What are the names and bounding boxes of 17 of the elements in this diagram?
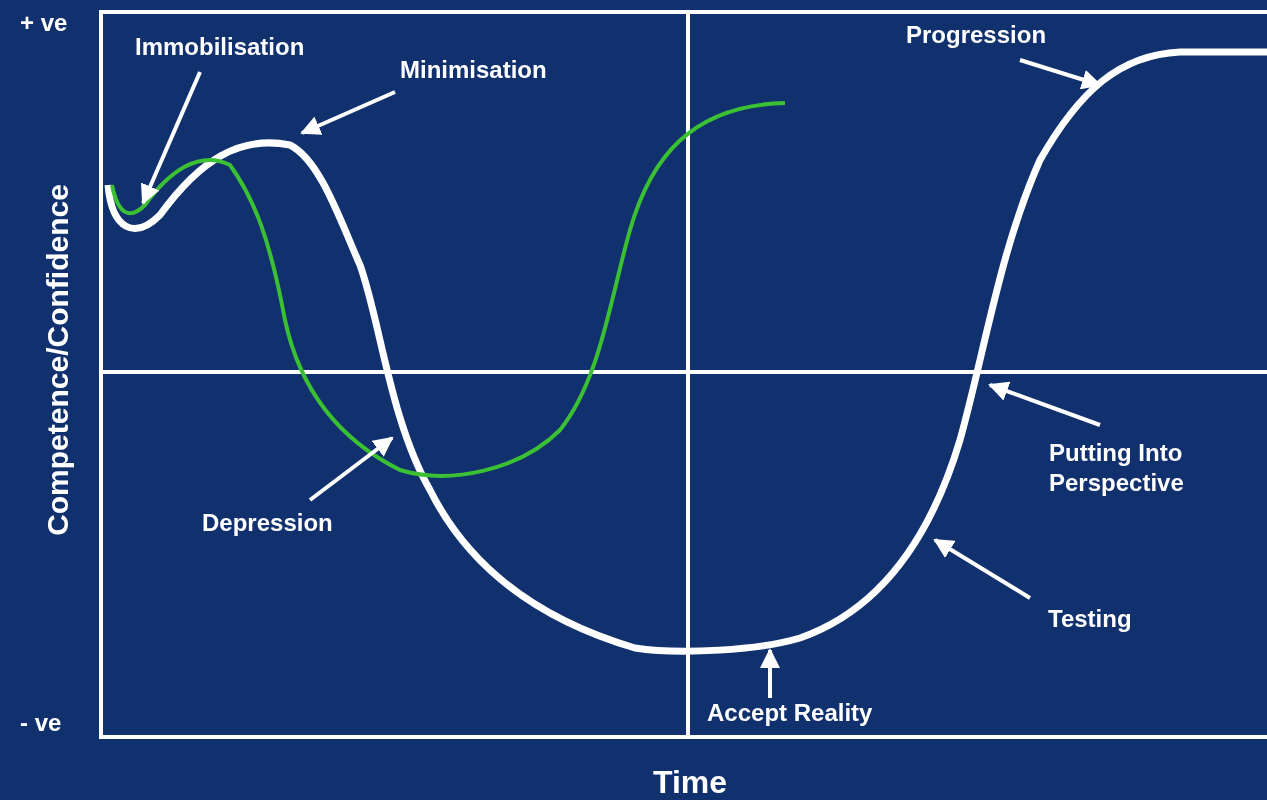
stage-label: Progression bbox=[906, 20, 1047, 50]
stage-label: Testing bbox=[1048, 604, 1132, 634]
leader-arrow bbox=[300, 90, 396, 135]
leader-arrow bbox=[760, 648, 780, 698]
leader-arrow bbox=[141, 71, 202, 205]
axis-title: Competence/Confidence bbox=[42, 184, 73, 536]
stage-label: Putting Into Perspective bbox=[1049, 438, 1224, 498]
leader-arrow bbox=[933, 538, 1032, 600]
stage-label: Accept Reality bbox=[707, 698, 873, 728]
stage-label: Depression bbox=[202, 508, 333, 538]
leader-arrow bbox=[308, 436, 394, 502]
stage-label: Minimisation bbox=[400, 55, 547, 85]
axis-title: Time bbox=[653, 767, 728, 797]
leader-arrow bbox=[988, 381, 1101, 427]
stage-label: Immobilisation bbox=[135, 32, 305, 62]
axis-end-label: + ve bbox=[20, 8, 68, 38]
axis-end-label: - ve bbox=[20, 708, 62, 738]
